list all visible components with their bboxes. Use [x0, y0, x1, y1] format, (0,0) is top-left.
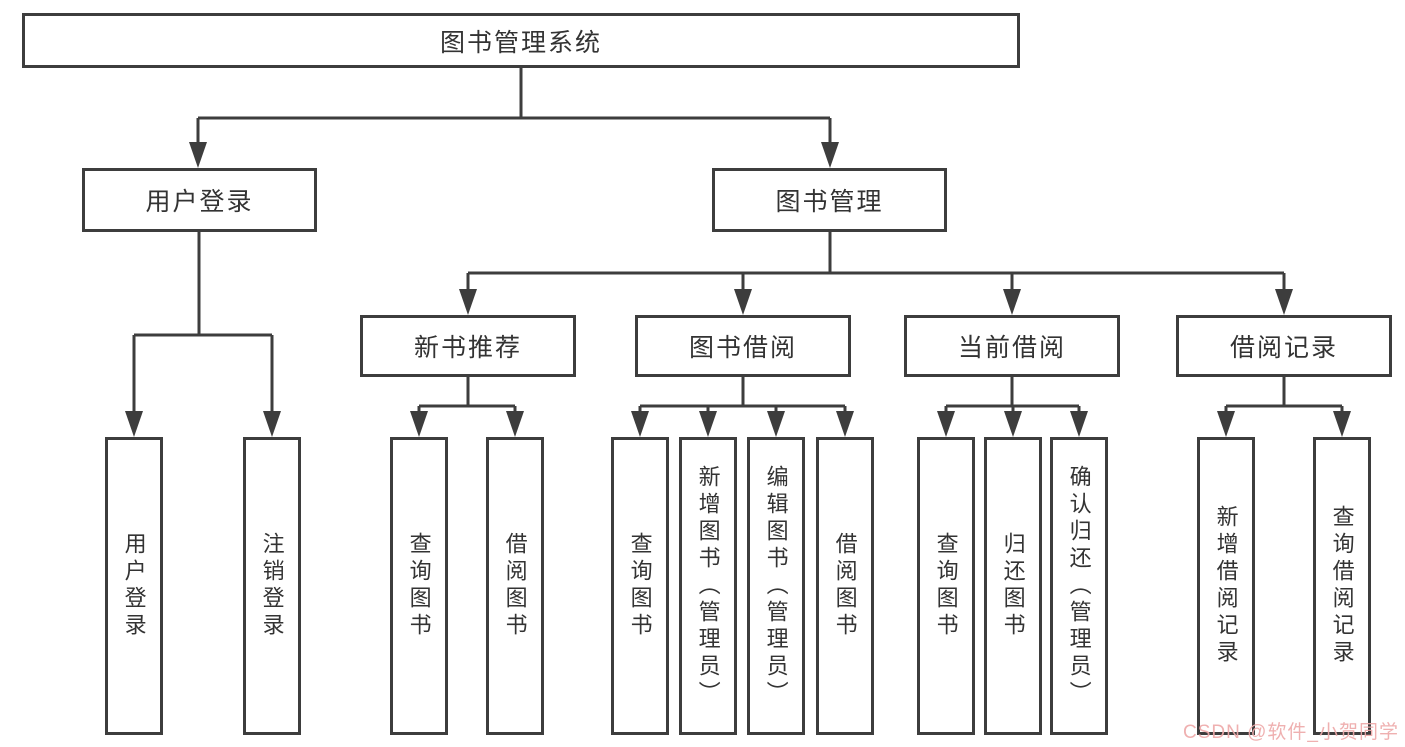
- leaf-current-query-book: 查询图书: [917, 437, 975, 735]
- leaf-newbook-borrow-book: 借阅图书: [486, 437, 544, 735]
- leaf-logout-login: 注销登录: [243, 437, 301, 735]
- leaf-records-add-label: 新增借阅记录: [1213, 505, 1239, 667]
- arrowheads: [125, 142, 1351, 437]
- node-book-management: 图书管理: [712, 168, 947, 232]
- leaf-current-confirm-return-admin-label: 确认归还（管理员）: [1066, 464, 1092, 708]
- node-current-borrow: 当前借阅: [904, 315, 1120, 377]
- leaf-newbook-borrow-book-label: 借阅图书: [502, 532, 528, 640]
- node-root: 图书管理系统: [22, 13, 1020, 68]
- leaf-current-confirm-return-admin: 确认归还（管理员）: [1050, 437, 1108, 735]
- node-borrow-records: 借阅记录: [1176, 315, 1392, 377]
- leaf-user-login: 用户登录: [105, 437, 163, 735]
- node-new-book-recommend: 新书推荐: [360, 315, 576, 377]
- leaf-borrow-borrow-book: 借阅图书: [816, 437, 874, 735]
- leaf-newbook-query-book-label: 查询图书: [406, 532, 432, 640]
- leaf-current-query-book-label: 查询图书: [933, 532, 959, 640]
- leaf-current-return-book-label: 归还图书: [1000, 532, 1026, 640]
- leaf-records-query: 查询借阅记录: [1313, 437, 1371, 735]
- leaf-borrow-borrow-book-label: 借阅图书: [832, 532, 858, 640]
- csdn-watermark: CSDN @软件_小贺同学: [1183, 722, 1399, 743]
- leaf-logout-login-label: 注销登录: [259, 532, 285, 640]
- leaf-records-add: 新增借阅记录: [1197, 437, 1255, 735]
- node-book-borrow-label: 图书借阅: [688, 334, 797, 362]
- leaf-borrow-add-book-admin: 新增图书（管理员）: [679, 437, 737, 735]
- node-new-book-recommend-label: 新书推荐: [413, 334, 522, 362]
- leaf-records-query-label: 查询借阅记录: [1329, 505, 1355, 667]
- node-user-login: 用户登录: [82, 168, 317, 232]
- leaf-borrow-query-book: 查询图书: [611, 437, 669, 735]
- leaf-current-return-book: 归还图书: [984, 437, 1042, 735]
- node-current-borrow-label: 当前借阅: [957, 334, 1066, 362]
- node-book-management-label: 图书管理: [775, 188, 884, 216]
- node-user-login-label: 用户登录: [145, 188, 254, 216]
- leaf-borrow-add-book-admin-label: 新增图书（管理员）: [695, 464, 721, 708]
- node-borrow-records-label: 借阅记录: [1229, 334, 1338, 362]
- leaf-borrow-edit-book-admin: 编辑图书（管理员）: [747, 437, 805, 735]
- leaf-borrow-query-book-label: 查询图书: [627, 532, 653, 640]
- leaf-borrow-edit-book-admin-label: 编辑图书（管理员）: [763, 464, 789, 708]
- node-root-label: 图书管理系统: [439, 28, 602, 57]
- leaf-newbook-query-book: 查询图书: [390, 437, 448, 735]
- node-book-borrow: 图书借阅: [635, 315, 851, 377]
- leaf-user-login-label: 用户登录: [121, 532, 147, 640]
